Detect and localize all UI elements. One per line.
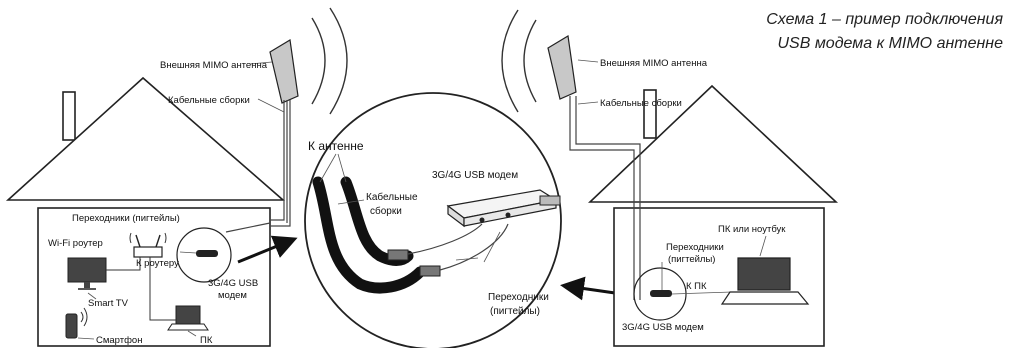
left-pigtails-label: Переходники (пигтейлы) bbox=[72, 213, 180, 224]
smart-tv-stand bbox=[84, 282, 90, 288]
left-house bbox=[5, 76, 286, 347]
detail-pigtails-label-2: (пигтейлы) bbox=[490, 306, 540, 317]
to-pc-label: К ПК bbox=[686, 281, 707, 292]
detail-modem-label: 3G/4G USB модем bbox=[432, 170, 518, 181]
left-interior bbox=[65, 222, 271, 340]
left-antenna-leader bbox=[249, 61, 273, 65]
left-cables-label: Кабельные сборки bbox=[168, 95, 250, 106]
right-cable-1 bbox=[569, 96, 635, 300]
right-signal-wave-outer bbox=[501, 9, 519, 113]
left-antenna-label: Внешняя MIMO антенна bbox=[160, 60, 268, 71]
smartphone-leader bbox=[77, 337, 95, 340]
left-usb-modem bbox=[196, 250, 218, 257]
left-pc-keyboard bbox=[167, 323, 209, 331]
wifi-router bbox=[133, 246, 163, 258]
detail-pigtails-leader-2 bbox=[483, 231, 501, 263]
right-antenna bbox=[501, 9, 641, 300]
right-laptop-keyboard bbox=[720, 291, 810, 305]
right-laptop-screen bbox=[737, 257, 791, 291]
detail-usb-modem-front bbox=[463, 199, 557, 227]
left-cable-2 bbox=[270, 100, 291, 227]
router-label: Wi-Fi роутер bbox=[48, 238, 103, 249]
laptop-leader bbox=[759, 235, 767, 257]
left-signal-wave-outer bbox=[329, 7, 348, 115]
detail-pigtail-1 bbox=[407, 223, 483, 255]
right-to-pc-line bbox=[671, 291, 733, 295]
left-roof bbox=[5, 76, 286, 201]
left-cable-1 bbox=[270, 100, 285, 221]
right-pigtails-label-2: (пигтейлы) bbox=[668, 254, 715, 265]
arrow-to-detail bbox=[237, 235, 298, 264]
left-antenna bbox=[249, 7, 348, 227]
detail-cables-leader bbox=[337, 199, 365, 205]
to-antenna-leader-1 bbox=[319, 153, 337, 183]
left-pc bbox=[175, 305, 201, 325]
detail-cable-1 bbox=[312, 176, 426, 294]
left-chimney bbox=[62, 91, 76, 141]
smartphone bbox=[65, 313, 78, 339]
detail-usb-plug bbox=[539, 195, 561, 206]
left-modem-label-1: 3G/4G USB bbox=[208, 278, 258, 289]
smartphone-label: Смартфон bbox=[96, 335, 142, 346]
left-to-router-line bbox=[179, 251, 197, 254]
right-roof bbox=[587, 84, 839, 203]
left-pigtail-cable bbox=[225, 222, 271, 233]
right-cables-leader bbox=[577, 101, 599, 105]
right-modem-label: 3G/4G USB модем bbox=[622, 322, 704, 333]
arrow-from-right-house bbox=[560, 276, 623, 301]
detail-modem-port-1 bbox=[479, 217, 485, 223]
right-modem-circle bbox=[633, 267, 687, 321]
detail-modem-port-2 bbox=[505, 212, 511, 218]
smart-tv-label: Smart TV bbox=[88, 298, 129, 309]
router-antenna-left bbox=[135, 234, 141, 248]
detail-cables-label-2: сборки bbox=[370, 205, 402, 217]
right-signal-wave-inner bbox=[523, 19, 537, 103]
to-antenna-leader-2 bbox=[337, 153, 347, 183]
detail-pigtails-label-1: Переходники bbox=[488, 292, 549, 303]
left-modem-label-2: модем bbox=[218, 290, 247, 301]
right-house bbox=[587, 84, 839, 347]
to-antenna-label: К антенне bbox=[308, 139, 364, 153]
left-mimo-antenna-panel bbox=[269, 39, 299, 104]
detail-connector-2 bbox=[419, 265, 441, 277]
detail-pigtails-leader-1 bbox=[455, 257, 479, 261]
to-router-label: К роутеру bbox=[136, 258, 179, 269]
detail-connector-1 bbox=[387, 249, 409, 261]
detail-circle bbox=[304, 92, 562, 348]
right-chimney bbox=[643, 89, 657, 139]
laptop-label: ПК или ноутбук bbox=[718, 224, 786, 235]
router-wave-right bbox=[164, 232, 167, 244]
diagram-title-line2: USB модема к MIMO антенне bbox=[777, 35, 1003, 52]
smartphone-wave-1 bbox=[80, 311, 84, 323]
right-antenna-label: Внешняя MIMO антенна bbox=[600, 58, 708, 69]
diagram-title-line1: Схема 1 – пример подключения bbox=[766, 11, 1003, 28]
right-pigtails-label-1: Переходники bbox=[666, 242, 724, 253]
right-interior bbox=[633, 235, 810, 321]
right-mimo-antenna-panel bbox=[547, 35, 577, 100]
smartphone-wave-2 bbox=[83, 307, 88, 327]
left-signal-wave-inner bbox=[311, 17, 326, 105]
right-usb-modem bbox=[650, 290, 672, 297]
router-antenna-right bbox=[155, 234, 161, 248]
tv-router-cable bbox=[106, 257, 141, 271]
detail-cables-label-1: Кабельные bbox=[366, 191, 418, 203]
right-cables-label: Кабельные сборки bbox=[600, 98, 682, 109]
detail-pigtail-2 bbox=[439, 223, 509, 271]
left-pc-label: ПК bbox=[200, 335, 213, 346]
smart-tv bbox=[67, 257, 107, 283]
left-cables-leader bbox=[257, 98, 285, 113]
pc-router-cable bbox=[149, 257, 176, 321]
left-modem-circle bbox=[176, 227, 232, 283]
router-wave-left bbox=[129, 232, 132, 244]
right-cable-2 bbox=[575, 96, 641, 300]
smart-tv-leader bbox=[87, 292, 97, 300]
left-pc-leader bbox=[187, 330, 197, 337]
right-antenna-leader bbox=[577, 59, 599, 63]
